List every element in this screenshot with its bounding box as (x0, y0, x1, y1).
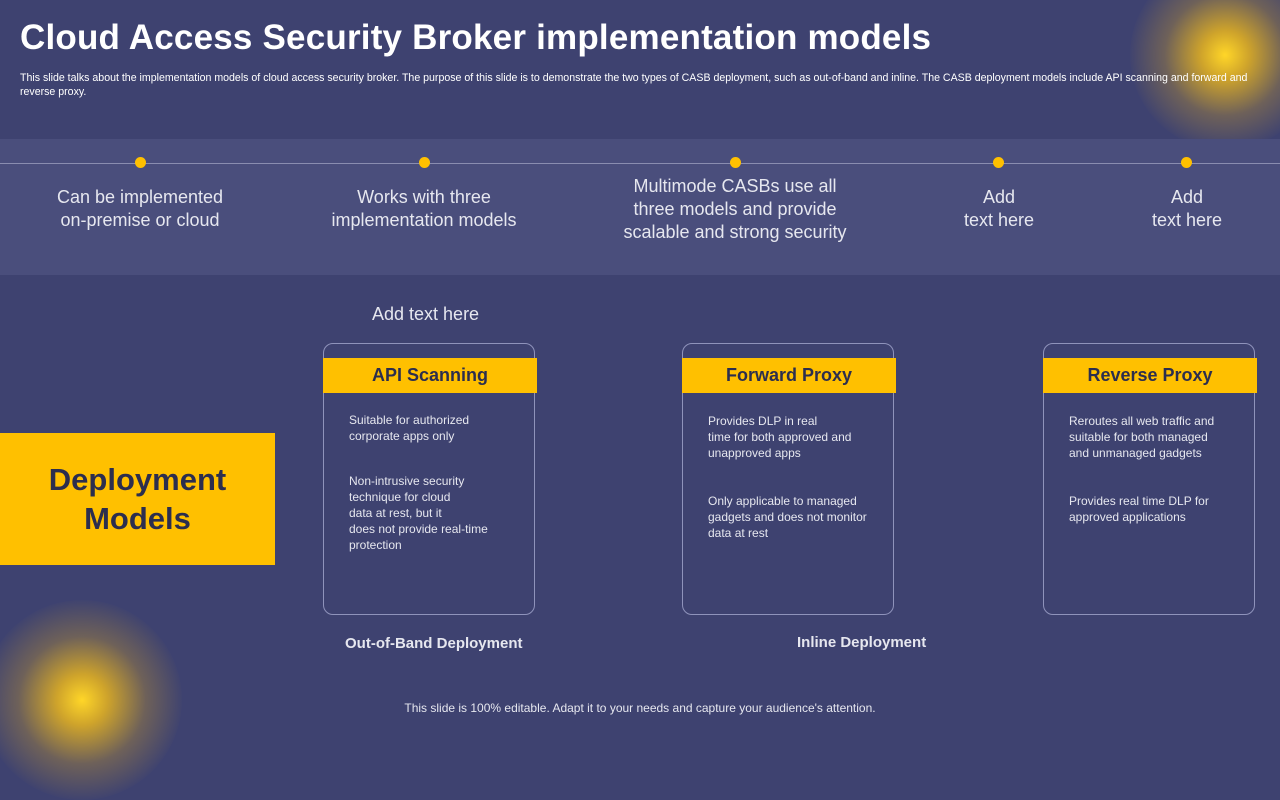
timeline-point-3: Multimode CASBs use all three models and… (623, 176, 847, 242)
timeline-band (0, 139, 1280, 275)
timeline-dot-1 (135, 157, 146, 168)
timeline-dot-3 (730, 157, 741, 168)
card-forward-proxy: Forward Proxy Provides DLP in real time … (682, 343, 896, 615)
card-title-api-scanning: API Scanning (323, 358, 537, 393)
timeline-line (0, 163, 1280, 164)
timeline-point-4: Add text here (963, 187, 1035, 230)
timeline-dot-2 (419, 157, 430, 168)
timeline-dot-5 (1181, 157, 1192, 168)
deployment-models-label: Deployment Models (48, 462, 227, 536)
card-api-scanning: API Scanning Suitable for authorized cor… (323, 343, 537, 615)
timeline-point-5: Add text here (1151, 187, 1223, 230)
card-reverse-proxy: Reverse Proxy Reroutes all web traffic a… (1043, 343, 1257, 615)
footer-note: This slide is 100% editable. Adapt it to… (404, 701, 876, 715)
timeline-dot-4 (993, 157, 1004, 168)
card-title-forward-proxy: Forward Proxy (682, 358, 896, 393)
page-title: Cloud Access Security Broker implementat… (20, 18, 932, 57)
card-api-scanning-para-2: Non-intrusive security technique for clo… (349, 474, 488, 552)
card-api-scanning-para-1: Suitable for authorized corporate apps o… (349, 413, 470, 443)
card-reverse-proxy-para-2: Provides real time DLP for approved appl… (1069, 494, 1209, 524)
deployment-models-box: Deployment Models (0, 433, 275, 565)
inline-deployment-label: Inline Deployment (797, 634, 927, 651)
timeline-point-1: Can be implemented on-premise or cloud (56, 187, 224, 230)
card-reverse-proxy-para-1: Reroutes all web traffic and suitable fo… (1069, 414, 1215, 460)
timeline-point-2: Works with three implementation models (331, 187, 517, 230)
out-of-band-deployment-label: Out-of-Band Deployment (345, 635, 523, 652)
page-subtitle: This slide talks about the implementatio… (20, 72, 1248, 98)
card-title-reverse-proxy: Reverse Proxy (1043, 358, 1257, 393)
card-forward-proxy-para-1: Provides DLP in real time for both appro… (708, 414, 852, 460)
glow-decoration-bottom-left (0, 600, 182, 800)
card-forward-proxy-para-2: Only applicable to managed gadgets and d… (708, 494, 867, 540)
add-text-label: Add text here (372, 304, 480, 324)
